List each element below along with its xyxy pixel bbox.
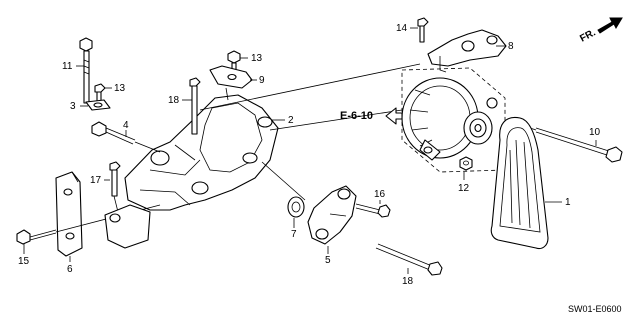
alternator-bracket[interactable] <box>427 29 507 73</box>
svg-text:9: 9 <box>259 75 265 86</box>
bolt-17[interactable] <box>109 161 121 197</box>
svg-text:18: 18 <box>168 95 180 106</box>
front-direction-indicator: FR. <box>578 17 623 45</box>
bolt-11[interactable] <box>79 37 93 104</box>
svg-text:2: 2 <box>288 115 294 126</box>
reference-link[interactable]: E-6-10 <box>340 107 403 125</box>
svg-text:6: 6 <box>67 264 73 275</box>
drive-belt[interactable] <box>490 116 549 250</box>
callout-13-upper: 13 <box>240 53 263 64</box>
svg-text:8: 8 <box>508 41 514 52</box>
svg-text:17: 17 <box>90 175 102 186</box>
svg-text:FR.: FR. <box>578 27 598 44</box>
callout-2: 2 <box>272 115 294 126</box>
svg-text:3: 3 <box>70 101 76 112</box>
bolt-14[interactable] <box>417 17 429 43</box>
callout-4: 4 <box>123 120 129 137</box>
svg-text:10: 10 <box>589 127 601 138</box>
svg-text:11: 11 <box>62 61 73 72</box>
hollow-arrow-icon <box>385 107 403 125</box>
bolt-18-upper[interactable] <box>189 77 201 135</box>
bolt-4[interactable] <box>91 121 136 145</box>
svg-text:1: 1 <box>565 197 571 208</box>
compressor-bracket[interactable] <box>124 94 279 211</box>
callout-12: 12 <box>458 172 470 194</box>
svg-text:16: 16 <box>374 189 386 200</box>
bolt-18-lower[interactable] <box>375 243 443 276</box>
bracket-foot[interactable] <box>104 204 151 249</box>
bracket-plate[interactable] <box>55 171 83 257</box>
callout-16: 16 <box>374 189 386 204</box>
callout-15: 15 <box>18 244 30 267</box>
svg-text:4: 4 <box>123 120 129 131</box>
svg-text:18: 18 <box>402 276 414 287</box>
bolt-15[interactable] <box>16 229 57 245</box>
svg-text:5: 5 <box>325 255 331 266</box>
bolt-10[interactable] <box>535 127 623 163</box>
svg-text:13: 13 <box>251 53 263 64</box>
svg-text:7: 7 <box>291 229 297 240</box>
direction-arrow-icon <box>597 17 623 34</box>
diagram-code: SW01-E0600 <box>568 304 622 314</box>
svg-text:13: 13 <box>114 83 126 94</box>
svg-text:14: 14 <box>396 23 408 34</box>
callout-10: 10 <box>589 127 601 146</box>
callout-17: 17 <box>90 175 110 186</box>
callout-1: 1 <box>545 197 571 208</box>
callout-9: 9 <box>250 75 265 86</box>
svg-text:12: 12 <box>458 183 470 194</box>
callout-3: 3 <box>70 101 88 112</box>
bracket-9[interactable] <box>209 65 253 89</box>
svg-text:E-6-10: E-6-10 <box>340 110 373 122</box>
bolt-13-upper[interactable] <box>227 50 241 74</box>
callout-14: 14 <box>396 23 418 34</box>
nut-12[interactable] <box>459 156 473 171</box>
alternator[interactable] <box>401 67 506 173</box>
svg-text:15: 15 <box>18 256 30 267</box>
callout-18-upper: 18 <box>168 95 192 106</box>
bolt-16[interactable] <box>355 203 391 218</box>
seal-7[interactable] <box>287 196 305 218</box>
callout-18-lower: 18 <box>402 268 414 287</box>
callout-5: 5 <box>325 246 331 266</box>
callout-8: 8 <box>496 41 514 52</box>
callout-11: 11 <box>62 61 84 72</box>
tensioner-bracket[interactable] <box>307 185 357 245</box>
callout-7: 7 <box>291 218 297 240</box>
washer-3[interactable] <box>85 99 111 111</box>
callout-13-left: 13 <box>105 83 126 94</box>
callout-6: 6 <box>67 256 73 275</box>
